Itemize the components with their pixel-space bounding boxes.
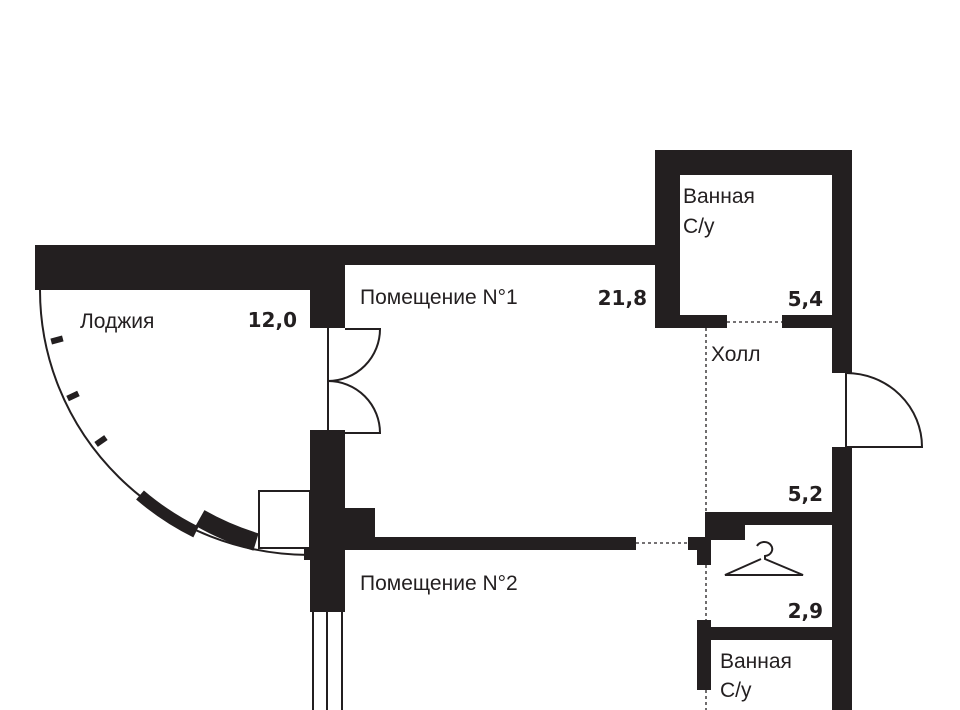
bath1-left-wall xyxy=(655,150,680,328)
right-wall-lower xyxy=(832,447,852,710)
loggia-top-wall xyxy=(35,245,345,290)
bath2-label: Ванная xyxy=(720,650,792,673)
bath1-bottom-wall-left xyxy=(660,315,727,328)
hanger-icon xyxy=(724,541,804,576)
bath1-top-wall xyxy=(655,150,852,175)
wall-corner xyxy=(705,512,745,540)
zone-lines xyxy=(636,321,782,710)
loggia-area: 12,0 xyxy=(248,308,297,332)
left-wall xyxy=(310,430,345,612)
window-left xyxy=(312,612,343,710)
hall-area: 5,2 xyxy=(788,482,823,506)
bath2-left-wall xyxy=(697,620,711,690)
room1-top-wall xyxy=(345,245,660,265)
bath1-label: Ванная xyxy=(683,185,755,208)
bath1-sub-label: С/у xyxy=(683,215,715,238)
hall-label: Холл xyxy=(711,343,761,366)
entrance-door[interactable] xyxy=(845,372,924,448)
room2-label: Помещение N°2 xyxy=(360,572,518,595)
room1-area: 21,8 xyxy=(598,286,647,310)
loggia-door[interactable] xyxy=(327,328,382,434)
wardrobe-area: 2,9 xyxy=(788,599,823,623)
walls xyxy=(35,150,852,710)
room-divider-wall xyxy=(345,537,636,550)
right-wall-upper xyxy=(832,150,852,373)
loggia-box xyxy=(258,490,311,549)
bath1-bottom-wall-right xyxy=(782,315,832,328)
pillar xyxy=(310,245,345,328)
bath2-top-wall xyxy=(697,627,832,640)
loggia-glazing xyxy=(39,289,312,560)
loggia-label: Лоджия xyxy=(80,310,154,333)
bath2-sub-label: С/у xyxy=(720,679,752,702)
room1-label: Помещение N°1 xyxy=(360,286,518,309)
bath1-area: 5,4 xyxy=(788,287,823,311)
wall-stub-vertical xyxy=(697,537,711,565)
